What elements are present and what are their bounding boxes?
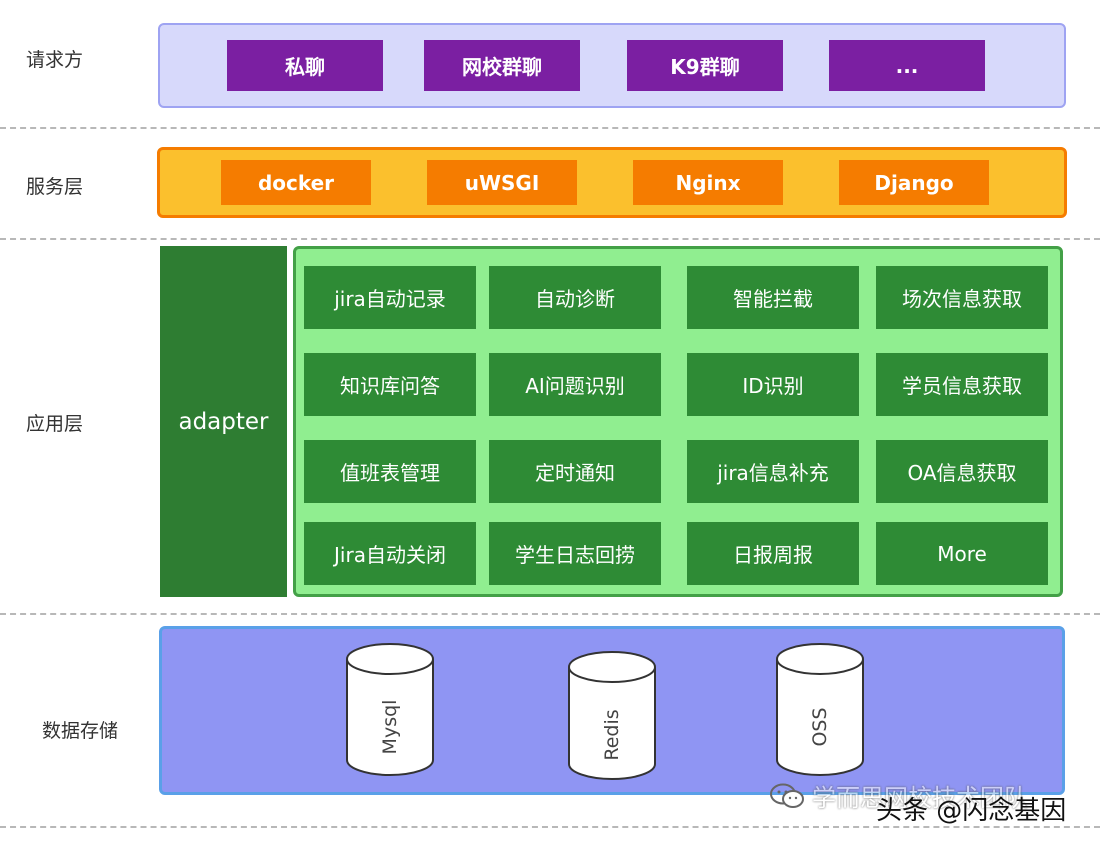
app-item: 日报周报: [687, 522, 859, 585]
database-label: Redis: [601, 709, 623, 761]
app-item: 自动诊断: [489, 266, 661, 329]
database-cylinder-redis: Redis: [567, 650, 657, 782]
app-item: 学生日志回捞: [489, 522, 661, 585]
app-item: 学员信息获取: [876, 353, 1048, 416]
service-item-docker: docker: [221, 160, 371, 205]
request-item-school-group-chat: 网校群聊: [424, 40, 580, 91]
database-cylinder-mysql: Mysql: [345, 642, 435, 778]
divider: [0, 238, 1100, 240]
app-item: 场次信息获取: [876, 266, 1048, 329]
database-icon: [568, 651, 656, 780]
wechat-icon: [770, 783, 804, 808]
database-cylinder-oss: OSS: [775, 642, 865, 778]
layer-label-request: 请求方: [26, 49, 84, 71]
app-item: 知识库问答: [304, 353, 476, 416]
layer-label-service: 服务层: [26, 176, 84, 198]
divider: [0, 826, 1100, 828]
source-overlay-text: 头条 @闪念基因: [876, 796, 1067, 826]
app-item: Jira自动关闭: [304, 522, 476, 585]
app-item: 值班表管理: [304, 440, 476, 503]
app-item: ID识别: [687, 353, 859, 416]
adapter-box: adapter: [160, 246, 287, 597]
service-item-uwsgi: uWSGI: [427, 160, 577, 205]
service-item-django: Django: [839, 160, 989, 205]
request-item-private-chat: 私聊: [227, 40, 383, 91]
request-item-k9-group-chat: K9群聊: [627, 40, 783, 91]
divider: [0, 127, 1100, 129]
service-item-nginx: Nginx: [633, 160, 783, 205]
database-label: OSS: [809, 707, 831, 747]
divider: [0, 613, 1100, 615]
app-item: 定时通知: [489, 440, 661, 503]
database-icon: [346, 643, 434, 776]
app-item: More: [876, 522, 1048, 585]
app-item: jira自动记录: [304, 266, 476, 329]
database-icon: [776, 643, 864, 776]
watermark: 学而思网校技术团队: [770, 778, 1028, 813]
database-label: Mysql: [379, 699, 401, 755]
layer-label-storage: 数据存储: [42, 720, 119, 742]
app-item: jira信息补充: [687, 440, 859, 503]
layer-label-application: 应用层: [26, 413, 84, 435]
app-item: AI问题识别: [489, 353, 661, 416]
request-item-more: ...: [829, 40, 985, 91]
watermark-text: 学而思网校技术团队: [812, 784, 1028, 812]
app-item: 智能拦截: [687, 266, 859, 329]
app-item: OA信息获取: [876, 440, 1048, 503]
